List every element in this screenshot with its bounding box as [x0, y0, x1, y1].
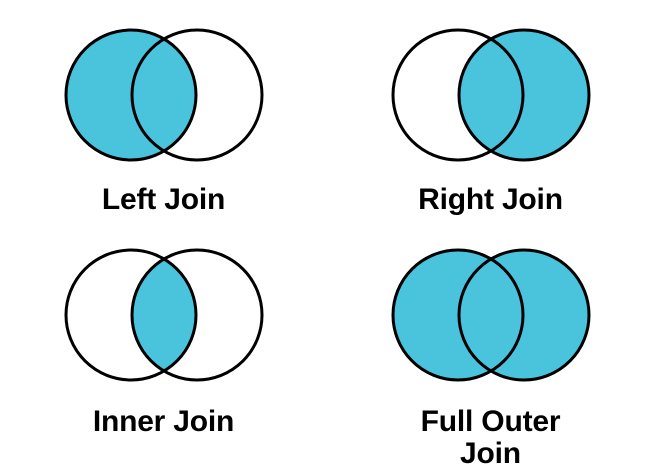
- full-outer-join-venn-svg: [391, 248, 590, 382]
- diagram-inner-join: Inner Join: [0, 228, 327, 474]
- inner-join-venn-svg: [64, 248, 263, 382]
- right-join-figure: [386, 22, 596, 172]
- full-outer-join-figure: [386, 242, 596, 392]
- right-join-label: Right Join: [418, 183, 563, 216]
- intersection-fill: [131, 250, 196, 380]
- intersection-fill: [131, 30, 196, 160]
- right-circle-outline: [130, 248, 263, 382]
- intersection-fill: [458, 30, 523, 160]
- right-circle-outline: [130, 28, 263, 162]
- right-join-venn-svg: [391, 28, 590, 162]
- left-circle-outline: [64, 28, 197, 162]
- diagram-full-outer-join: Full Outer Join: [327, 228, 654, 474]
- full-outer-join-label: Full Outer Join: [420, 405, 561, 471]
- diagram-left-join: Left Join: [0, 0, 327, 228]
- diagram-right-join: Right Join: [327, 0, 654, 228]
- left-circle-outline: [391, 248, 524, 382]
- left-circle-outline: [391, 28, 524, 162]
- inner-join-label: Inner Join: [92, 405, 235, 438]
- left-circle-outline: [64, 248, 197, 382]
- left-join-venn-svg: [64, 28, 263, 162]
- left-join-label: Left Join: [101, 183, 226, 216]
- left-join-figure: [59, 22, 269, 172]
- inner-join-figure: [59, 242, 269, 392]
- right-circle-outline: [457, 28, 590, 162]
- right-circle-outline: [457, 248, 590, 382]
